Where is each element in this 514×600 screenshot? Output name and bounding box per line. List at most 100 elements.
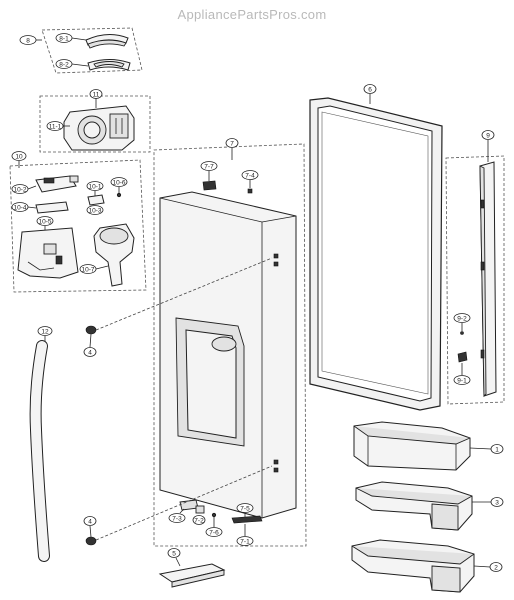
- callout-9: 9: [486, 133, 490, 140]
- part-12-hose: [30, 341, 49, 561]
- part-7-3: [179, 499, 199, 511]
- group-4: 4 4: [83, 257, 273, 546]
- callout-4-bottom-balloon: [83, 516, 97, 526]
- callout-10-1: 10-1: [88, 184, 101, 191]
- leader-8-1: [71, 37, 87, 41]
- callout-7-4: 7-4: [245, 173, 255, 180]
- callout-8-2: 8-2: [59, 62, 69, 69]
- part-7-dispenser-inner: [185, 329, 237, 439]
- group-6: 6: [309, 84, 443, 411]
- group-8: 8 8-1 8-2: [19, 27, 143, 74]
- callout-4-top: 4: [88, 350, 92, 357]
- part-9-trim-side: [479, 165, 487, 398]
- callout-7: 7: [230, 141, 234, 148]
- leader-4-top-dashed: [95, 257, 273, 331]
- part-8-1-cover-edge: [87, 39, 127, 49]
- part-10-2-tab: [43, 177, 55, 184]
- part-6-gasket-bead: [321, 111, 429, 395]
- callout-6-balloon: [363, 84, 377, 94]
- leader-5: [175, 557, 181, 567]
- part-9-1-cap: [457, 351, 468, 363]
- callout-10: 10: [15, 154, 23, 161]
- watermark: AppliancePartsPros.com: [178, 7, 327, 22]
- callout-7-7-balloon: [200, 161, 218, 171]
- leader-7-3: [179, 508, 185, 514]
- callout-9-balloon: [481, 130, 495, 140]
- callout-10-1-balloon: [86, 181, 104, 191]
- part-10-6-screw: [116, 192, 122, 198]
- callout-10-3: 10-3: [88, 208, 101, 215]
- leader-10-7: [95, 265, 109, 270]
- callout-9-1: 9-1: [457, 378, 467, 385]
- callout-7-3-balloon: [168, 513, 186, 523]
- callout-7-1: 7-1: [240, 539, 250, 546]
- group-11-box: [39, 95, 151, 153]
- callout-7-5: 7-5: [240, 506, 250, 513]
- leader-4-bottom: [89, 525, 92, 538]
- bin-2: 2: [351, 539, 503, 593]
- part-2-bin-rim: [351, 545, 475, 565]
- callout-7-4-balloon: [241, 170, 259, 180]
- leader-1: [469, 447, 492, 450]
- callout-7-7: 7-7: [204, 164, 214, 171]
- part-7-6-screw: [211, 512, 217, 518]
- callout-1: 1: [495, 447, 499, 454]
- group-9: 9 9-2 9-1: [445, 130, 505, 405]
- group-10-box: [9, 159, 147, 293]
- part-10-5-switch: [43, 243, 57, 255]
- part-10-2-clip: [69, 175, 79, 183]
- leader-10-2: [27, 185, 37, 190]
- callout-9-2: 9-2: [457, 316, 467, 323]
- bin-3: 3: [355, 481, 504, 531]
- part-4-bushing-top: [85, 325, 97, 335]
- part-10-5-connector: [55, 255, 63, 265]
- callout-8-1: 8-1: [59, 36, 69, 43]
- part-7-5-bracket: [231, 515, 263, 524]
- callout-10-2: 10-2: [13, 187, 26, 194]
- group-7-box: [153, 143, 307, 547]
- part-7-hinge-hole-top-2: [273, 261, 279, 267]
- part-10-4: [35, 201, 69, 214]
- callout-10-4: 10-4: [13, 205, 26, 212]
- part-5-cap-edge: [171, 569, 225, 588]
- callout-7-5-balloon: [236, 503, 254, 513]
- part-11-motor-block: [109, 113, 129, 139]
- part-2-bin-pocket: [431, 565, 461, 593]
- callout-10-6-balloon: [110, 177, 128, 187]
- part-9-clip-3: [480, 349, 485, 359]
- callout-7-balloon: [225, 138, 239, 148]
- part-4-bushing-bottom: [85, 536, 97, 546]
- part-10-5-wire: [27, 261, 55, 271]
- callout-7-6: 7-6: [209, 530, 219, 537]
- callout-6: 6: [368, 87, 372, 94]
- part-7-hinge-hole-bottom-1: [273, 459, 279, 465]
- part-7-7-hinge: [202, 180, 217, 191]
- callout-11-1: 11-1: [49, 124, 62, 131]
- callout-10-7: 10-7: [81, 267, 94, 274]
- callout-4-bottom: 4: [88, 519, 92, 526]
- callout-7-2: 7-2: [194, 518, 204, 525]
- part-7-4-screw: [247, 188, 253, 194]
- leader-4-top: [89, 333, 92, 348]
- callout-12: 12: [41, 329, 49, 336]
- group-11: 11 11-1: [39, 89, 151, 153]
- callout-7-6-balloon: [205, 527, 223, 537]
- callout-5-balloon: [167, 548, 181, 558]
- callout-10-5-balloon: [36, 216, 54, 226]
- callout-7-2-balloon: [192, 515, 206, 525]
- leader-4-bottom-dashed: [95, 465, 273, 541]
- callout-10-6: 10-6: [112, 180, 125, 187]
- callout-10-3-balloon: [86, 205, 104, 215]
- group-12: 12: [29, 326, 53, 562]
- group-8-box: [41, 27, 143, 74]
- part-10-1: [87, 194, 105, 206]
- part-7-hinge-hole-top-1: [273, 253, 279, 259]
- callout-10-balloon: [11, 151, 27, 161]
- part-8-2-tray-inner: [93, 61, 125, 68]
- part-7-dispenser-opening: [211, 336, 237, 352]
- part-3-bin-pocket: [431, 503, 459, 531]
- callout-12-balloon: [37, 326, 53, 336]
- part-1-bin-rim: [353, 425, 471, 445]
